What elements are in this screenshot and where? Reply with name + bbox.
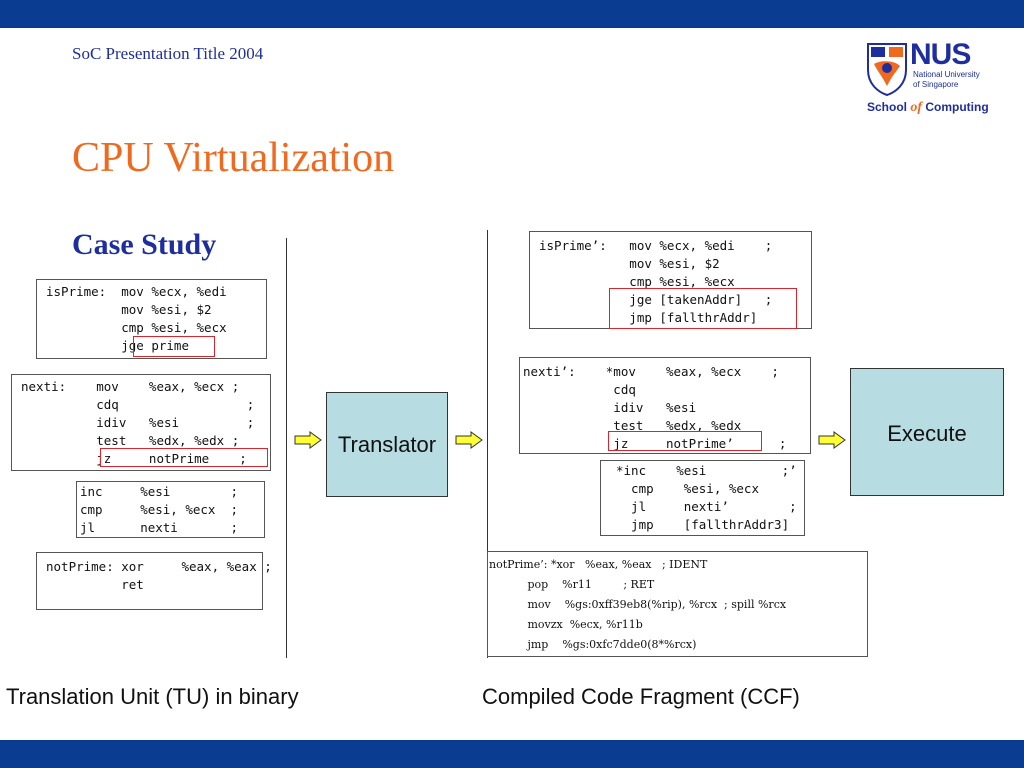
execute-label: Execute (887, 421, 967, 446)
nus-crest-icon (867, 43, 907, 96)
ccf-code-isprime: isPrime’: mov %ecx, %edi ; mov %esi, $2 … (529, 231, 812, 329)
nus-wordmark: NUS (910, 38, 971, 71)
left-divider (286, 238, 287, 658)
arrow-right-icon (294, 431, 322, 449)
arrow-right-icon (455, 431, 483, 449)
ccf-code-notprime-text: notPrime’: *xor %eax, %eax ; IDENT pop %… (489, 558, 787, 651)
ccf-code-isprime-text: isPrime’: mov %ecx, %edi ; mov %esi, $2 … (539, 238, 773, 325)
ccf-code-notprime: notPrime’: *xor %eax, %eax ; IDENT pop %… (487, 551, 868, 657)
school-of-computing: School of Computing (867, 100, 989, 116)
caption-compiled-code-fragment: Compiled Code Fragment (CCF) (482, 684, 800, 709)
nus-subtitle-line1: National University (913, 70, 980, 79)
highlight-jge-prime (133, 336, 215, 357)
ccf-code-nexti: nexti’: *mov %eax, %ecx ; cdq idiv %esi … (519, 357, 811, 454)
nus-logo (866, 40, 990, 120)
arrow-right-icon (818, 431, 846, 449)
tu-code-inc-text: inc %esi ; cmp %esi, %ecx ; jl nexti ; (80, 484, 239, 535)
slide-title: CPU Virtualization (72, 135, 395, 181)
school-suffix: Computing (922, 100, 989, 114)
highlight-jz-notprime-prime (608, 431, 762, 451)
tu-code-notprime-text: notPrime: xor %eax, %eax ; ret (46, 559, 272, 592)
ccf-code-inc-text: *inc %esi ;’ cmp %esi, %ecx jl nexti’ ; … (616, 463, 797, 532)
tu-code-notprime: notPrime: xor %eax, %eax ; ret (36, 552, 272, 610)
highlight-jge-jmp (609, 288, 797, 329)
translator-label: Translator (337, 431, 437, 457)
right-divider (487, 230, 488, 658)
tu-code-inc: inc %esi ; cmp %esi, %ecx ; jl nexti ; (76, 481, 265, 538)
caption-translation-unit: Translation Unit (TU) in binary (6, 684, 299, 709)
tu-code-nexti: nexti: mov %eax, %ecx ; cdq ; idiv %esi … (11, 374, 271, 471)
translator-box: Translator (326, 392, 448, 497)
tu-code-isprime-text: isPrime: mov %ecx, %edi mov %esi, $2 cmp… (46, 284, 227, 353)
school-prefix: School (867, 100, 911, 114)
ccf-code-nexti-text: nexti’: *mov %eax, %ecx ; cdq idiv %esi … (523, 364, 787, 451)
nus-subtitle-line2: of Singapore (913, 80, 959, 89)
top-banner (0, 0, 1024, 28)
ccf-code-inc: *inc %esi ;’ cmp %esi, %ecx jl nexti’ ; … (600, 460, 805, 536)
school-of: of (910, 100, 923, 115)
slide-subtitle: Case Study (72, 228, 217, 261)
execute-box: Execute (850, 368, 1004, 496)
bottom-banner (0, 740, 1024, 768)
highlight-jz-notprime (100, 448, 268, 467)
presentation-title: SoC Presentation Title 2004 (72, 44, 264, 63)
tu-code-isprime: isPrime: mov %ecx, %edi mov %esi, $2 cmp… (36, 279, 267, 359)
